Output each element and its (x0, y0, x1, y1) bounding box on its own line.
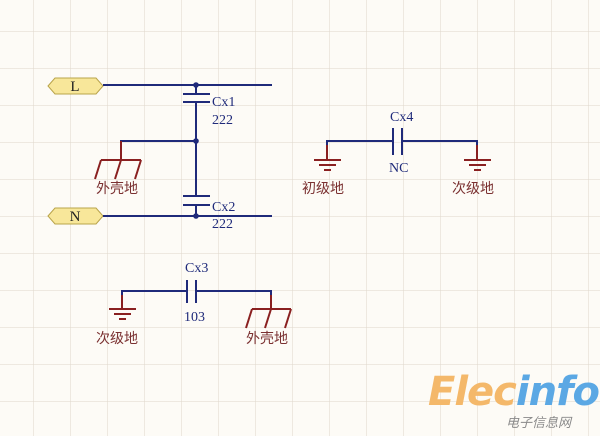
wire-cx4-left (326, 140, 393, 158)
wire-chassis-1 (120, 140, 196, 160)
cx4-value: NC (389, 161, 408, 176)
ground-label-chassis-1: 外壳地 (96, 180, 138, 197)
earth-ground-icon (464, 145, 491, 171)
cx2-value: 222 (212, 217, 233, 232)
cx3-value: 103 (184, 310, 205, 325)
wire-cx4-right (402, 140, 478, 158)
chassis-ground-icon (94, 141, 142, 180)
wire-cx3-left (121, 290, 187, 307)
junction-dot (193, 213, 199, 219)
logo-part-info: info (515, 369, 600, 415)
wire-cx3-right (196, 290, 272, 309)
capacitor-cx3[interactable] (186, 280, 197, 303)
ground-label-secondary-2: 次级地 (96, 331, 138, 347)
port-n-label: N (70, 209, 81, 225)
cx1-ref: Cx1 (212, 95, 235, 110)
ground-label-secondary-1: 次级地 (452, 181, 494, 197)
ground-label-chassis-2: 外壳地 (246, 330, 288, 347)
logo-subtitle: 电子信息网 (506, 416, 572, 431)
logo-part-elec: Elec (428, 369, 517, 415)
ground-label-primary: 初级地 (302, 180, 344, 197)
port-l-label: L (70, 79, 79, 95)
capacitor-cx2[interactable] (183, 195, 210, 216)
chassis-ground-icon (245, 295, 292, 329)
elecinfo-logo: Elecinfo 电子信息网 (428, 369, 600, 431)
cx1-value: 222 (212, 113, 233, 128)
cx2-ref: Cx2 (212, 200, 235, 215)
cx3-ref: Cx3 (185, 261, 208, 276)
capacitor-cx4[interactable] (392, 128, 403, 155)
port-l[interactable]: L (47, 77, 104, 95)
earth-ground-icon (314, 145, 341, 171)
port-n[interactable]: N (47, 207, 104, 225)
cx4-ref: Cx4 (390, 110, 413, 125)
junction-dot (193, 82, 199, 88)
earth-ground-icon (109, 295, 136, 320)
